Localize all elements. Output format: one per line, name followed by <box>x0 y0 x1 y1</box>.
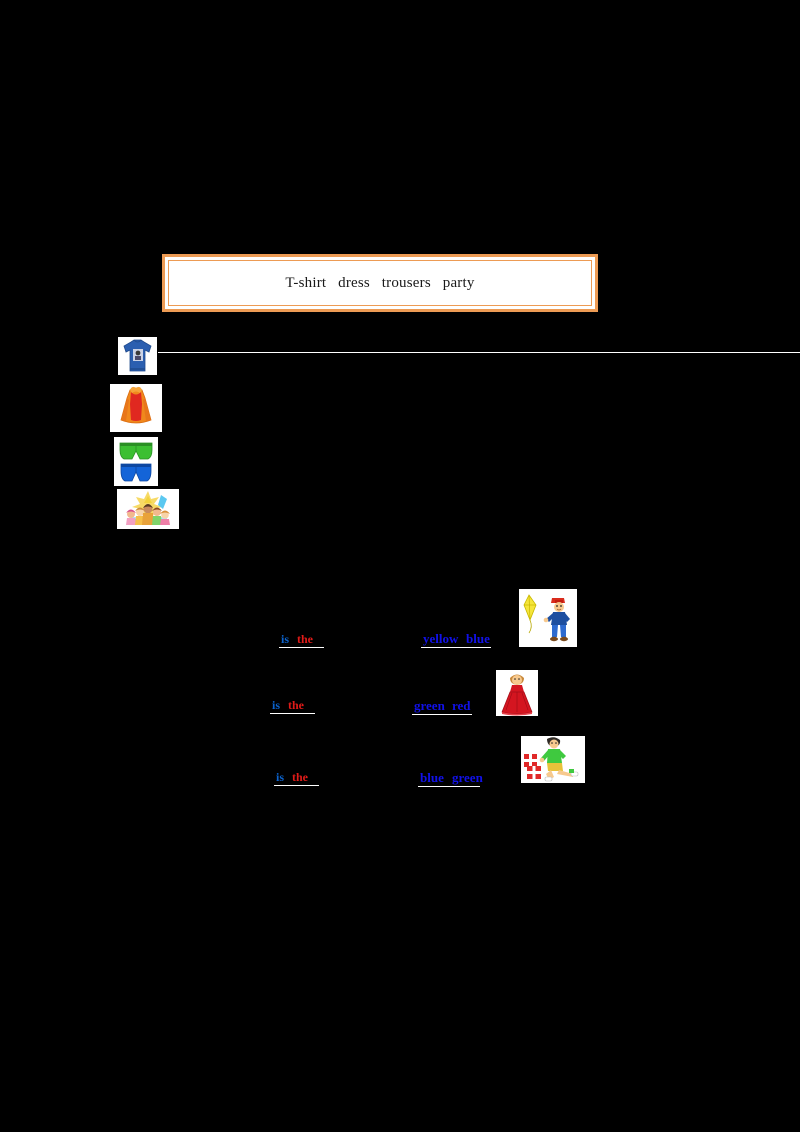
answer-rule-line <box>158 352 800 353</box>
row-2-left-word-1: is <box>272 698 281 712</box>
girl-red-dress-icon <box>496 670 538 716</box>
vocab-image-dress <box>110 384 162 432</box>
row-3-right-word-1: blue <box>420 770 444 785</box>
row-1-left-word-2: the <box>297 632 313 646</box>
row-3-right-word-2: green <box>452 770 483 785</box>
vocab-image-tshirt <box>118 337 157 375</box>
row-3-left-blank <box>274 785 319 786</box>
person-green-shirt-gifts-icon <box>521 736 585 783</box>
row-2-left-blank <box>270 713 315 714</box>
tshirt-icon <box>118 337 157 375</box>
row-2-right-blank <box>412 714 472 715</box>
vocab-image-trousers <box>114 437 158 486</box>
row-3-left-word-1: is <box>276 770 285 784</box>
row-1-left-blank <box>279 647 324 648</box>
row-1-picture <box>519 589 577 647</box>
row-1-right-word-2: blue <box>466 631 490 646</box>
row-1-left-word-1: is <box>281 632 290 646</box>
row-2-right-word-1: green <box>414 698 445 713</box>
row-1-right-blank <box>421 647 491 648</box>
word-bank: T-shirt dress trousers party <box>162 254 598 312</box>
row-2-right-word-2: red <box>452 698 471 713</box>
kite-and-boy-icon <box>519 589 577 647</box>
word-bank-inner: T-shirt dress trousers party <box>168 260 592 306</box>
row-3-left-word-2: the <box>292 770 308 784</box>
trousers-icon <box>114 437 158 486</box>
dress-icon <box>110 384 162 432</box>
row-1-right-word-1: yellow <box>423 631 459 646</box>
row-3-right-blank <box>418 786 480 787</box>
vocab-image-party <box>117 489 179 529</box>
row-2-picture <box>496 670 538 716</box>
party-icon <box>117 489 179 529</box>
word-bank-text: T-shirt dress trousers party <box>285 274 475 291</box>
row-2-left-word-2: the <box>288 698 304 712</box>
row-3-picture <box>521 736 585 783</box>
